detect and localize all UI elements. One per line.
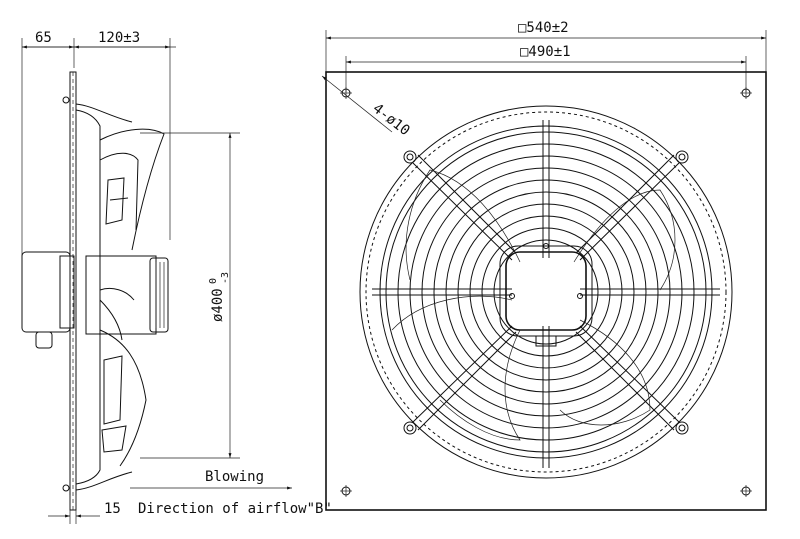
flange-label: 15 — [104, 501, 121, 517]
blowing-indicator: Blowing — [130, 469, 292, 490]
guard-spokes — [372, 120, 720, 468]
hole-leader: 4-ø10 — [321, 75, 413, 140]
airflow-direction-label: Direction of airflow"B" — [138, 501, 332, 517]
flange-dimension: 15 Direction of airflow"B" — [48, 495, 332, 524]
hole-bottom-left — [340, 485, 352, 497]
motor — [21, 251, 169, 349]
venturi-ring — [75, 103, 133, 491]
fan-blades-front — [391, 169, 676, 441]
diameter-upper-tolerance: 0 — [208, 278, 219, 284]
blowing-label: Blowing — [205, 469, 264, 485]
guard-rings — [359, 105, 733, 479]
front-view: □540±2 □490±1 4-ø10 — [321, 20, 767, 511]
outer-square-dimension: □540±2 — [325, 20, 767, 72]
depth-offset-label: 65 — [35, 30, 52, 46]
diameter-dimension: ø400 0 -3 — [140, 132, 240, 459]
outer-square-label: □540±2 — [518, 20, 569, 36]
diameter-label: ø400 — [210, 288, 226, 322]
depth-main-label: 120±3 — [98, 30, 140, 46]
holes-label: 4-ø10 — [370, 101, 413, 140]
corner-holes — [340, 87, 752, 497]
fan-blades-side — [99, 128, 165, 467]
hole-bottom-right — [740, 485, 752, 497]
depth-dimension: 65 120±3 — [21, 30, 176, 260]
motor-hub-front — [499, 243, 593, 347]
hole-top-right — [740, 87, 752, 99]
side-view: 65 120±3 — [21, 30, 332, 524]
guard-mounting-ears — [403, 150, 689, 435]
diameter-lower-tolerance: -3 — [220, 272, 231, 284]
hole-square-label: □490±1 — [520, 44, 571, 60]
hole-top-left — [340, 87, 352, 99]
square-plate — [325, 71, 767, 511]
hole-square-dimension: □490±1 — [345, 44, 747, 92]
